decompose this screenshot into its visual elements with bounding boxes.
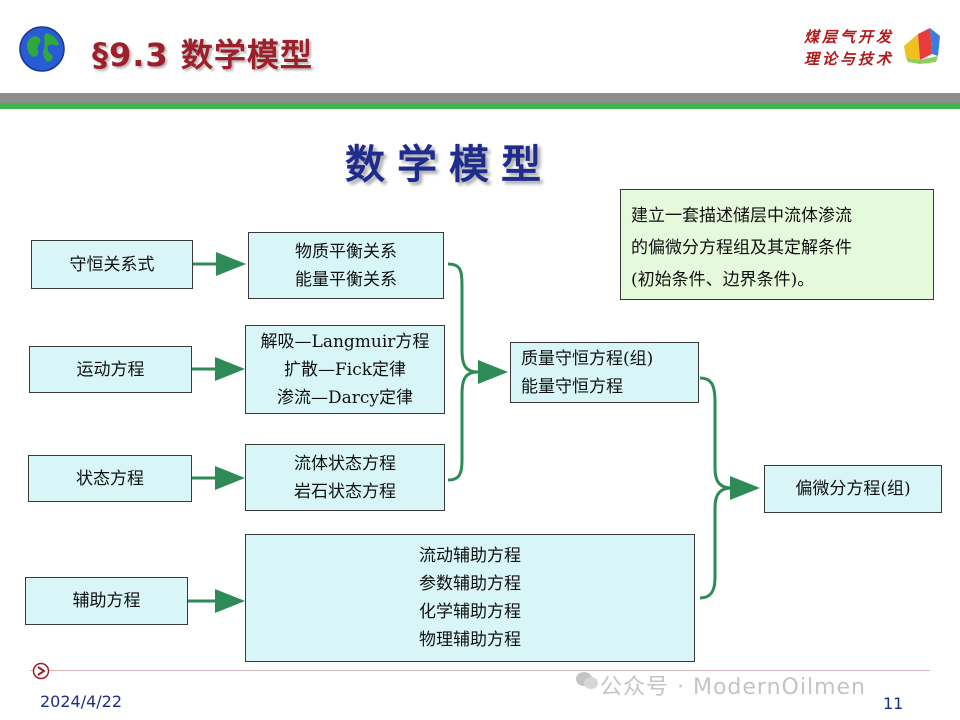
middle-box-line: 流动辅助方程	[419, 546, 521, 566]
section-title: §9.3 数学模型	[92, 36, 313, 74]
left-box-label: 守恒关系式	[69, 254, 155, 275]
footer-date: 2024/4/22	[40, 692, 123, 711]
conservation-line-1: 质量守恒方程(组)	[521, 348, 654, 369]
footer-divider	[30, 670, 930, 671]
left-box-label: 状态方程	[76, 468, 144, 489]
conservation-equations-box: 质量守恒方程(组) 能量守恒方程	[510, 342, 699, 403]
middle-box-line: 扩散—Fick定律	[283, 359, 407, 380]
page-number: 11	[883, 694, 904, 713]
left-box-conservation: 守恒关系式	[31, 240, 193, 289]
note-line-3: (初始条件、边界条件)。	[631, 270, 815, 290]
middle-box-line: 能量平衡关系	[295, 269, 397, 290]
left-box-label: 运动方程	[76, 359, 145, 380]
middle-box-line: 流体状态方程	[294, 453, 396, 474]
logo-text-line2: 理论与技术	[803, 50, 894, 68]
definition-note: 建立一套描述储层中流体渗流 的偏微分方程组及其定解条件 (初始条件、边界条件)。	[620, 189, 934, 300]
note-line-2: 的偏微分方程组及其定解条件	[631, 238, 852, 258]
pde-label: 偏微分方程(组)	[795, 479, 911, 499]
middle-box-line: 岩石状态方程	[294, 481, 396, 502]
left-box-auxiliary: 辅助方程	[25, 577, 188, 625]
middle-box-balance: 物质平衡关系 能量平衡关系	[248, 232, 444, 299]
middle-box-line: 化学辅助方程	[419, 602, 521, 622]
header-divider-gray	[0, 93, 960, 103]
left-to-middle-arrows	[188, 252, 246, 613]
note-line-1: 建立一套描述储层中流体渗流	[631, 206, 852, 226]
pde-box: 偏微分方程(组)	[764, 465, 942, 513]
middle-box-line: 物质平衡关系	[295, 241, 397, 262]
left-box-motion: 运动方程	[29, 346, 192, 393]
wechat-icon	[576, 672, 598, 689]
middle-box-line: 渗流—Darcy定律	[276, 387, 414, 408]
middle-box-line: 解吸—Langmuir方程	[260, 331, 430, 352]
watermark-text: 公众号 · ModernOilmen	[600, 675, 866, 700]
middle-box-state-equations: 流体状态方程 岩石状态方程	[245, 444, 445, 511]
header-divider-green	[0, 103, 960, 109]
brace-to-conservation	[447, 262, 508, 482]
globe-icon	[19, 26, 65, 72]
left-box-state: 状态方程	[28, 455, 192, 502]
middle-box-line: 物理辅助方程	[419, 630, 521, 650]
main-title: 数学模型	[345, 141, 553, 188]
middle-box-transport: 解吸—Langmuir方程 扩散—Fick定律 渗流—Darcy定律	[245, 325, 445, 414]
book-logo-icon	[904, 28, 940, 64]
middle-box-line: 参数辅助方程	[419, 574, 521, 594]
logo-text-line1: 煤层气开发	[803, 28, 894, 46]
middle-box-auxiliary-equations: 流动辅助方程 参数辅助方程 化学辅助方程 物理辅助方程	[245, 534, 695, 662]
nav-arrow-icon[interactable]	[32, 662, 50, 680]
conservation-line-2: 能量守恒方程	[521, 376, 623, 397]
left-box-label: 辅助方程	[72, 591, 141, 611]
brace-to-final	[699, 376, 760, 600]
